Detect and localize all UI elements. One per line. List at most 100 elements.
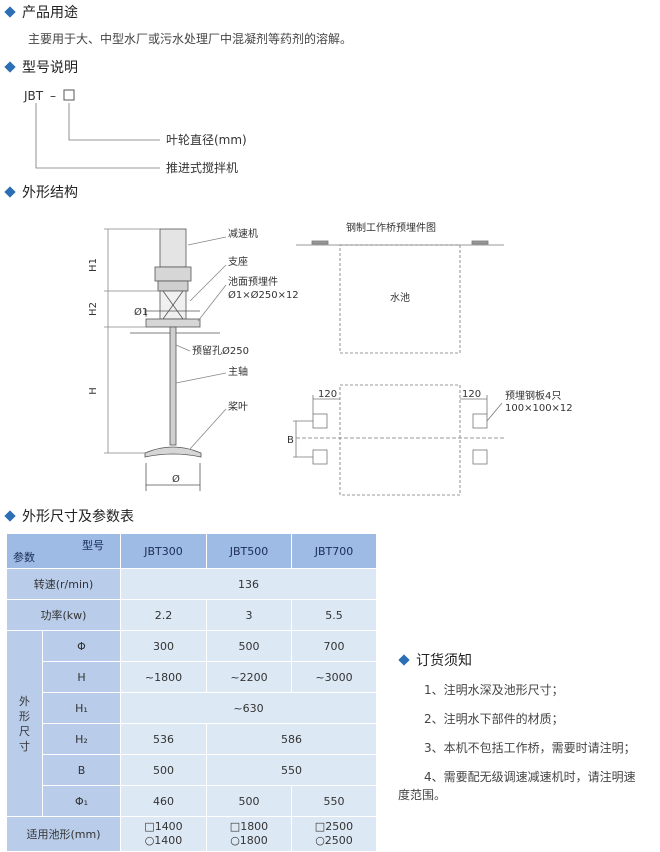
table-row-phi: 外形尺寸 Φ 300 500 700	[6, 630, 377, 817]
phi-value: 500	[206, 630, 292, 662]
embedded-plate-2	[472, 413, 488, 429]
table-heading: 外形尺寸及参数表	[4, 507, 134, 527]
h-value: ~3000	[291, 661, 377, 693]
h-label: H	[42, 661, 121, 693]
corner-top-label: 型号	[82, 539, 104, 552]
pool-outline	[339, 244, 461, 354]
h2-label: H₂	[42, 723, 121, 755]
diamond-bullet-icon	[4, 61, 16, 73]
label-reducer: 减速机	[228, 227, 258, 240]
order-heading: 订货须知	[398, 650, 472, 670]
h-value: ~1800	[120, 661, 207, 693]
embedded-plate-3	[312, 449, 328, 465]
power-label: 功率(kw)	[6, 599, 121, 631]
dimension-group-text: 外形尺寸	[19, 694, 30, 753]
label-blade: 桨叶	[228, 400, 248, 413]
model-title: 型号说明	[22, 60, 78, 76]
structure-heading: 外形结构	[4, 183, 78, 203]
reducer-body	[154, 266, 192, 282]
corner-cell: 型号 参数	[6, 533, 121, 569]
phi1-value: 500	[206, 785, 292, 817]
label-shaft: 主轴	[228, 365, 248, 378]
reducer-flange	[157, 280, 189, 292]
dim-120-right: 120	[462, 389, 481, 400]
table-row-power: 功率(kw) 2.2 3 5.5	[6, 599, 377, 631]
usage-text: 主要用于大、中型水厂或污水处理厂中混凝剂等药剂的溶解。	[28, 32, 353, 46]
embedded-plate-4	[472, 449, 488, 465]
parameter-table: 型号 参数 JBT300 JBT500 JBT700 转速(r/min) 136…	[6, 533, 377, 852]
diamond-bullet-icon	[398, 654, 410, 666]
model-header: JBT700	[291, 533, 377, 569]
order-item: 1、注明水深及池形尺寸；	[424, 683, 564, 697]
model-dash: –	[50, 89, 56, 103]
label-reserved-hole: 预留孔Ø250	[192, 344, 249, 357]
structure-drawing: H1 H2 H Ø1 Ø 减速机 支座 池面预埋件 Ø1×Ø250×12 预留孔…	[88, 221, 573, 496]
leader-type	[35, 103, 160, 169]
speed-label: 转速(r/min)	[6, 568, 121, 600]
phi-value: 300	[120, 630, 207, 662]
bridge-title: 钢制工作桥预埋件图	[346, 221, 436, 234]
diamond-bullet-icon	[4, 510, 16, 522]
diamond-bullet-icon	[4, 186, 16, 198]
table-row-h2: H₂ 536 586	[7, 723, 377, 755]
b-label: B	[42, 754, 121, 786]
h-value: ~2200	[206, 661, 292, 693]
pool-round-size: ○1800	[230, 834, 268, 847]
order-item: 2、注明水下部件的材质；	[424, 712, 564, 726]
plate-layout-view	[293, 384, 504, 496]
table-title: 外形尺寸及参数表	[22, 509, 134, 525]
model-diameter-box	[63, 89, 75, 101]
h1-label: H₁	[42, 692, 121, 724]
usage-title: 产品用途	[22, 5, 78, 21]
table-row-h1: H₁ ~630	[7, 692, 377, 724]
pool-square-size: □1400	[144, 820, 183, 833]
b-value: 500	[120, 754, 207, 786]
phi1-value: 460	[120, 785, 207, 817]
power-value: 2.2	[120, 599, 207, 631]
structure-title: 外形结构	[22, 185, 78, 201]
model-heading: 型号说明	[4, 58, 78, 78]
speed-value: 136	[120, 568, 377, 600]
corner-bottom-label: 参数	[13, 551, 35, 564]
plate-dim: 100×100×12	[505, 403, 573, 414]
phi-value: 700	[291, 630, 377, 662]
main-shaft	[169, 326, 177, 446]
dim-h-label: H	[88, 387, 99, 395]
order-item: 3、本机不包括工作桥，需要时请注明；	[424, 741, 636, 755]
reducer-motor	[159, 228, 187, 268]
power-value: 5.5	[291, 599, 377, 631]
pool-round-size: ○1400	[144, 834, 183, 847]
model-label-diameter: 叶轮直径(mm)	[166, 133, 247, 147]
pool-square-size: □1800	[229, 820, 269, 833]
diamond-bullet-icon	[4, 6, 16, 18]
h1-value: ~630	[120, 692, 377, 724]
mixer-side-view	[104, 228, 227, 491]
table-row-h: H ~1800 ~2200 ~3000	[7, 661, 377, 693]
dim-phi-label: Ø	[172, 473, 180, 485]
power-value: 3	[206, 599, 292, 631]
order-item: 度范围。	[398, 788, 447, 802]
embedded-plate	[145, 318, 201, 328]
order-item: 4、需要配无级调速减速机时，请注明速	[424, 770, 636, 784]
model-code: JBT	[23, 89, 44, 103]
table-row-phi1: Φ₁ 460 500 550	[7, 785, 377, 817]
plate-label: 预埋钢板4只	[505, 389, 561, 402]
phi1-label: Φ₁	[42, 785, 121, 817]
phi-label: Φ	[42, 630, 121, 662]
pool-label: 水池	[390, 291, 410, 304]
model-header: JBT500	[206, 533, 292, 569]
pool-round-size: ○2500	[315, 834, 353, 847]
pool-square-size: □2500	[314, 820, 354, 833]
table-header-row: 型号 参数 JBT300 JBT500 JBT700	[6, 533, 377, 569]
usage-heading: 产品用途	[4, 3, 78, 23]
embedded-plate-1	[312, 413, 328, 429]
b-value: 550	[206, 754, 377, 786]
leader-diameter	[68, 103, 160, 141]
label-embedded: 池面预埋件	[228, 275, 278, 288]
table-row-b: B 500 550	[7, 754, 377, 786]
dim-h2-label: H2	[88, 302, 99, 316]
h2-value: 586	[206, 723, 377, 755]
dim-b-label: B	[287, 435, 294, 446]
bridge-top-view	[296, 240, 504, 354]
dimension-group-label: 外形尺寸	[6, 630, 43, 817]
